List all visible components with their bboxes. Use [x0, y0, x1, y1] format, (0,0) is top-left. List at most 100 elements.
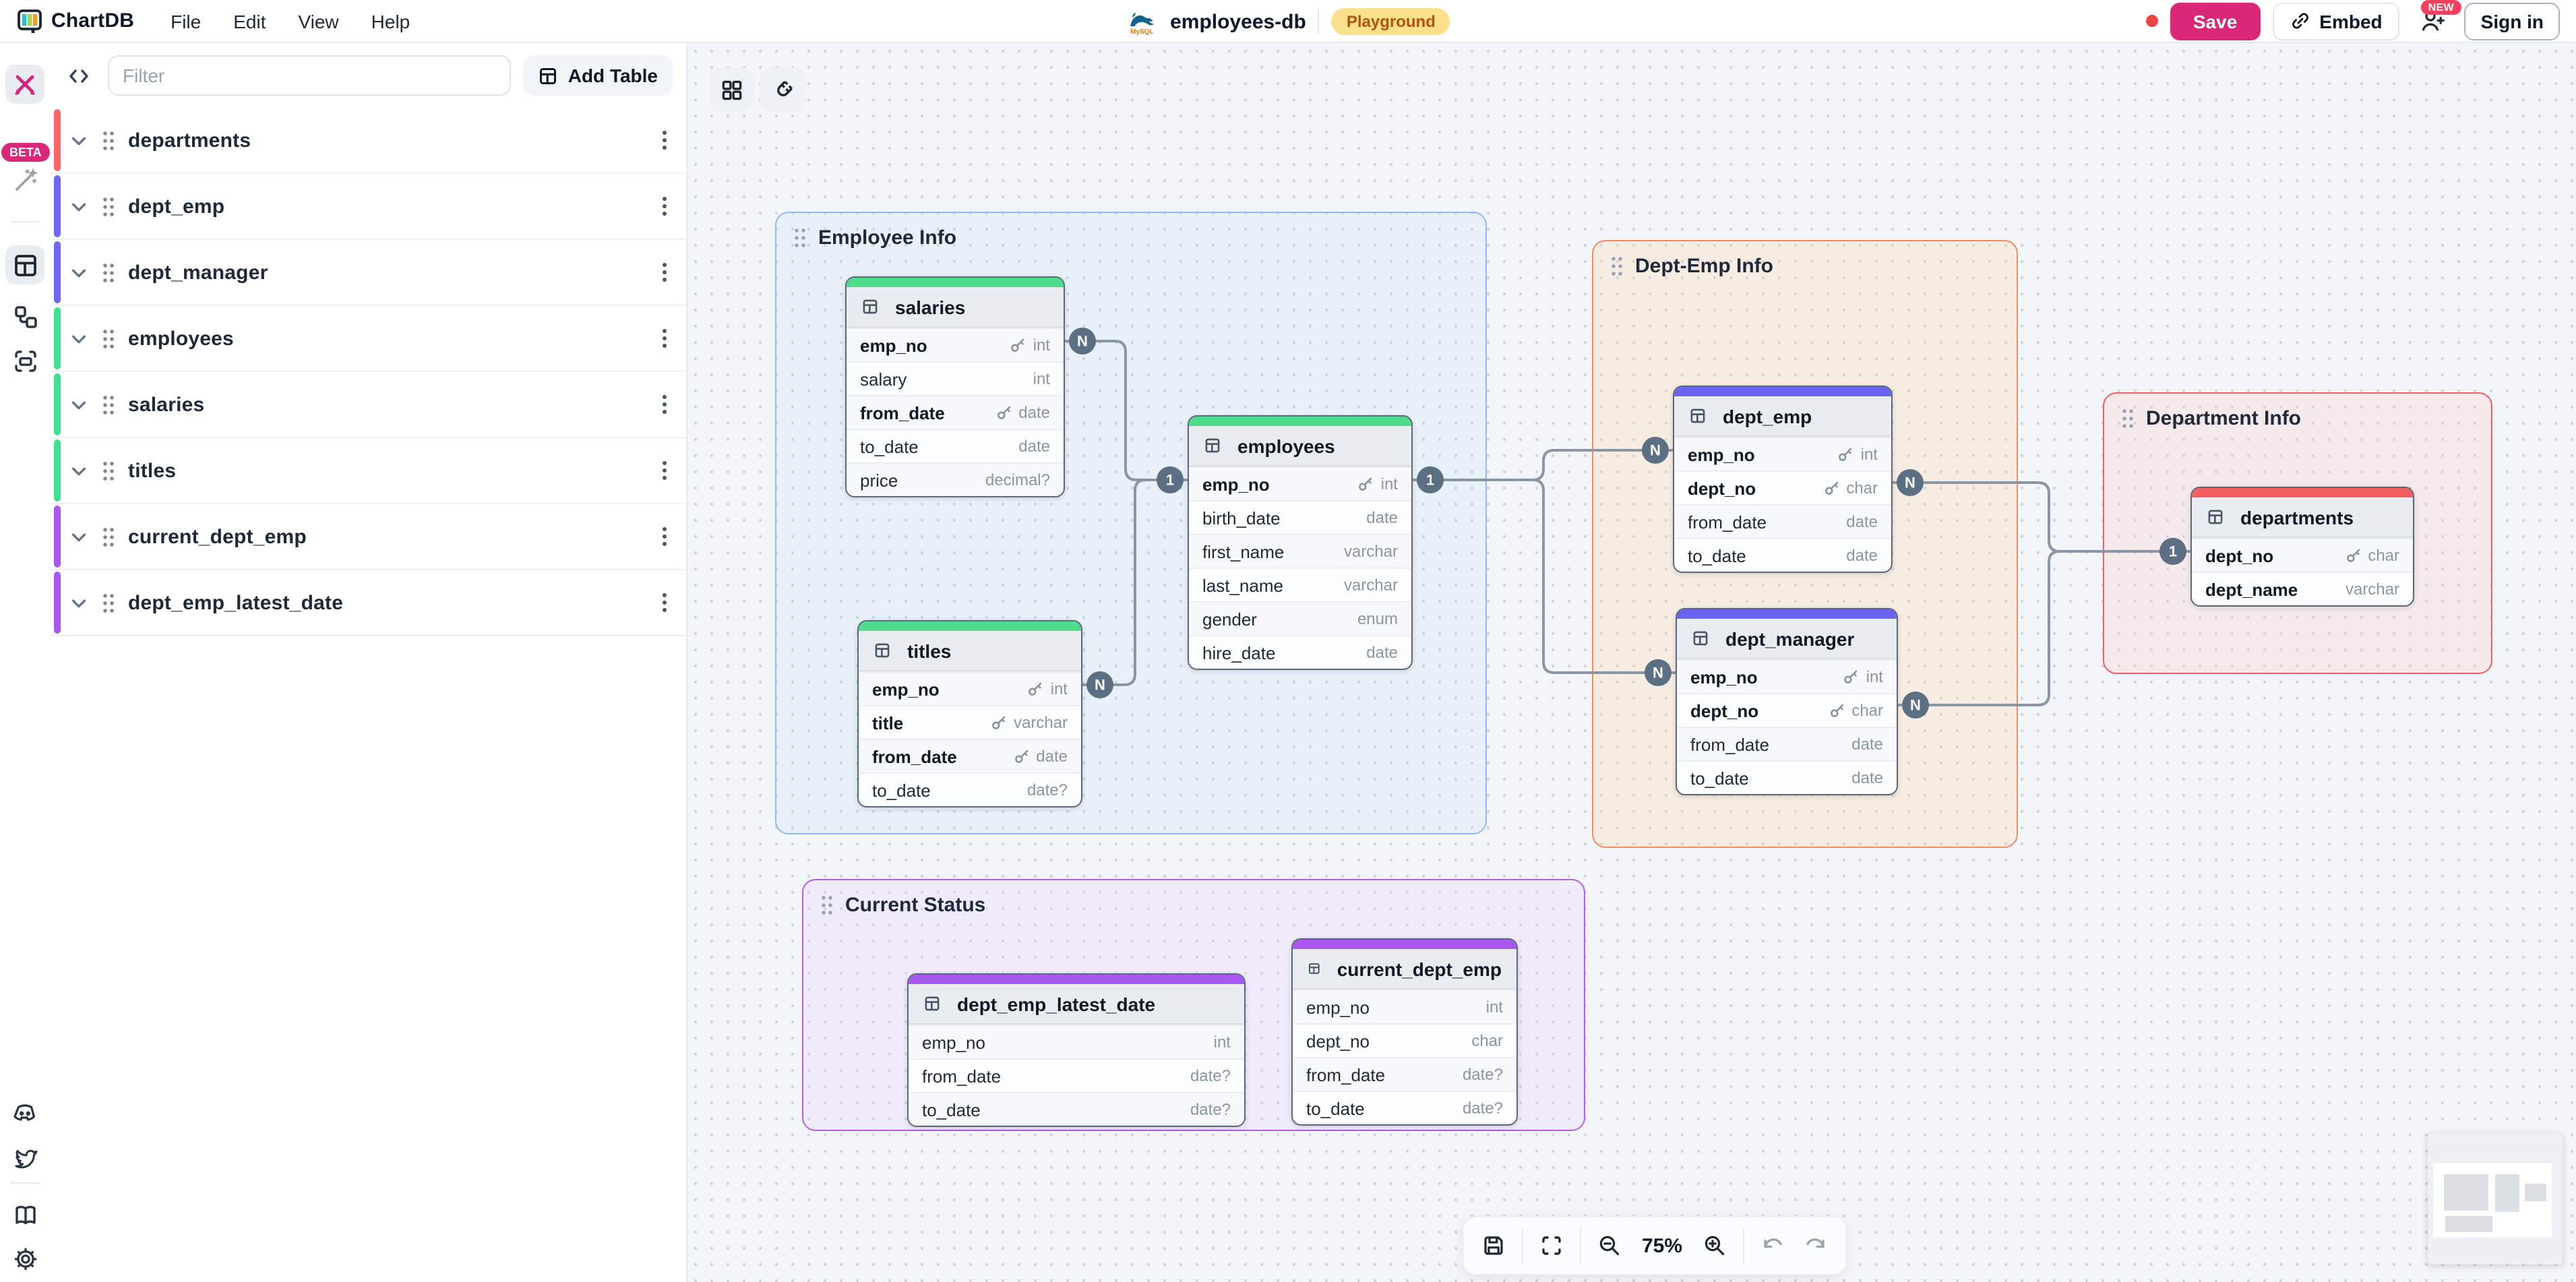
undo-button[interactable]: [1751, 1223, 1794, 1269]
drag-handle-icon[interactable]: [101, 130, 116, 150]
table-field-to_date[interactable]: to_date date?: [909, 1092, 1244, 1126]
menu-file[interactable]: File: [171, 10, 202, 32]
chevron-down-icon[interactable]: [69, 328, 89, 348]
kebab-menu-icon[interactable]: [662, 526, 667, 547]
kebab-menu-icon[interactable]: [662, 195, 667, 217]
table-node-header[interactable]: dept_manager: [1677, 619, 1897, 659]
drag-handle-icon[interactable]: [2120, 408, 2135, 429]
relationship-edge[interactable]: [1064, 340, 1189, 481]
drag-handle-icon[interactable]: [101, 394, 116, 415]
discord-icon[interactable]: [5, 1093, 44, 1132]
chevron-down-icon[interactable]: [69, 196, 89, 216]
database-name[interactable]: employees-db: [1170, 10, 1306, 33]
table-menu-button[interactable]: [662, 394, 667, 415]
table-node-header[interactable]: titles: [859, 631, 1081, 671]
fit-view-button[interactable]: [1530, 1223, 1573, 1269]
zoom-out-button[interactable]: [1588, 1223, 1631, 1269]
grid-view-button[interactable]: [709, 67, 754, 112]
kebab-menu-icon[interactable]: [662, 328, 667, 349]
table-node-dept_manager[interactable]: dept_manager emp_no int dept_no char fro…: [1676, 608, 1898, 795]
menu-edit[interactable]: Edit: [233, 10, 266, 32]
dependencies-section-icon[interactable]: [5, 341, 44, 380]
drag-handle-icon[interactable]: [101, 196, 116, 216]
table-node-current_dept_emp[interactable]: current_dept_emp emp_no int dept_no char…: [1291, 938, 1518, 1126]
table-field-from_date[interactable]: from_date date: [859, 739, 1081, 772]
table-node-header[interactable]: current_dept_emp: [1293, 949, 1516, 989]
table-field-dept_no[interactable]: dept_no char: [1674, 470, 1891, 504]
docs-book-icon[interactable]: [5, 1194, 44, 1233]
kebab-menu-icon[interactable]: [662, 592, 667, 613]
chevron-down-icon[interactable]: [69, 526, 89, 547]
redo-button[interactable]: [1794, 1223, 1837, 1269]
snap-magnet-button[interactable]: [760, 67, 805, 112]
table-field-title[interactable]: title varchar: [859, 705, 1081, 739]
minimap[interactable]: [2428, 1134, 2563, 1264]
table-field-from_date[interactable]: from_date date?: [909, 1058, 1244, 1092]
table-list-item-salaries[interactable]: salaries: [50, 372, 686, 438]
table-node-header[interactable]: salaries: [847, 287, 1064, 328]
filter-input[interactable]: [108, 55, 512, 96]
table-field-emp_no[interactable]: emp_no int: [847, 328, 1064, 361]
table-field-dept_no[interactable]: dept_no char: [2192, 538, 2413, 572]
add-table-button[interactable]: Add Table: [523, 55, 673, 96]
embed-button[interactable]: Embed: [2272, 2, 2400, 40]
view-code-button[interactable]: [61, 58, 96, 93]
drag-handle-icon[interactable]: [820, 895, 834, 915]
relationship-edge[interactable]: [1897, 550, 2192, 706]
table-node-header[interactable]: dept_emp: [1674, 396, 1891, 437]
table-menu-button[interactable]: [662, 262, 667, 283]
save-diagram-button[interactable]: [1472, 1223, 1515, 1269]
save-button[interactable]: Save: [2170, 2, 2261, 40]
sign-in-button[interactable]: Sign in: [2464, 2, 2560, 40]
invite-user-button[interactable]: NEW: [2412, 0, 2461, 38]
relationship-edge[interactable]: [1081, 479, 1189, 686]
table-node-employees[interactable]: employees emp_no int birth_date date fir…: [1188, 415, 1413, 670]
tables-section-icon[interactable]: [5, 245, 44, 284]
table-menu-button[interactable]: [662, 460, 667, 481]
table-field-from_date[interactable]: from_date date: [1674, 504, 1891, 538]
kebab-menu-icon[interactable]: [662, 129, 667, 151]
chevron-down-icon[interactable]: [69, 592, 89, 613]
table-list-item-dept_emp_latest_date[interactable]: dept_emp_latest_date: [50, 570, 686, 636]
table-field-emp_no[interactable]: emp_no int: [1677, 659, 1897, 693]
diagram-editor-icon[interactable]: [5, 65, 44, 104]
table-node-departments[interactable]: departments dept_no char dept_name varch…: [2190, 487, 2414, 607]
drag-handle-icon[interactable]: [101, 592, 116, 613]
table-field-to_date[interactable]: to_date date: [1674, 538, 1891, 572]
diagram-canvas[interactable]: Employee Info Dept-Emp Info Department I…: [687, 43, 2576, 1282]
relationship-edge[interactable]: [1891, 481, 2192, 553]
table-field-first_name[interactable]: first_name varchar: [1189, 534, 1411, 568]
drag-handle-icon[interactable]: [793, 228, 807, 248]
settings-gear-icon[interactable]: [5, 1239, 44, 1278]
table-field-last_name[interactable]: last_name varchar: [1189, 568, 1411, 601]
kebab-menu-icon[interactable]: [662, 460, 667, 481]
table-list-item-departments[interactable]: departments: [50, 108, 686, 174]
table-field-from_date[interactable]: from_date date?: [1293, 1057, 1516, 1091]
table-field-to_date[interactable]: to_date date: [1677, 760, 1897, 794]
drag-handle-icon[interactable]: [101, 460, 116, 481]
chevron-down-icon[interactable]: [69, 262, 89, 282]
table-list-item-employees[interactable]: employees: [50, 306, 686, 372]
menu-view[interactable]: View: [298, 10, 339, 32]
table-field-to_date[interactable]: to_date date?: [859, 772, 1081, 806]
kebab-menu-icon[interactable]: [662, 394, 667, 415]
table-field-birth_date[interactable]: birth_date date: [1189, 500, 1411, 534]
table-field-emp_no[interactable]: emp_no int: [909, 1025, 1244, 1058]
table-field-to_date[interactable]: to_date date?: [1293, 1091, 1516, 1124]
table-field-from_date[interactable]: from_date date: [1677, 727, 1897, 760]
chevron-down-icon[interactable]: [69, 460, 89, 481]
drag-handle-icon[interactable]: [101, 262, 116, 282]
table-field-emp_no[interactable]: emp_no int: [859, 671, 1081, 705]
drag-handle-icon[interactable]: [101, 328, 116, 348]
table-field-dept_name[interactable]: dept_name varchar: [2192, 572, 2413, 605]
table-node-header[interactable]: departments: [2192, 497, 2413, 538]
table-node-dept_emp_latest_date[interactable]: dept_emp_latest_date emp_no int from_dat…: [907, 973, 1246, 1127]
table-field-hire_date[interactable]: hire_date date: [1189, 635, 1411, 669]
relationships-section-icon[interactable]: [5, 297, 44, 336]
kebab-menu-icon[interactable]: [662, 262, 667, 283]
table-list-item-dept_manager[interactable]: dept_manager: [50, 240, 686, 306]
table-node-header[interactable]: dept_emp_latest_date: [909, 984, 1244, 1025]
table-field-emp_no[interactable]: emp_no int: [1674, 437, 1891, 470]
table-node-dept_emp[interactable]: dept_emp emp_no int dept_no char from_da…: [1673, 386, 1893, 573]
chevron-down-icon[interactable]: [69, 394, 89, 415]
